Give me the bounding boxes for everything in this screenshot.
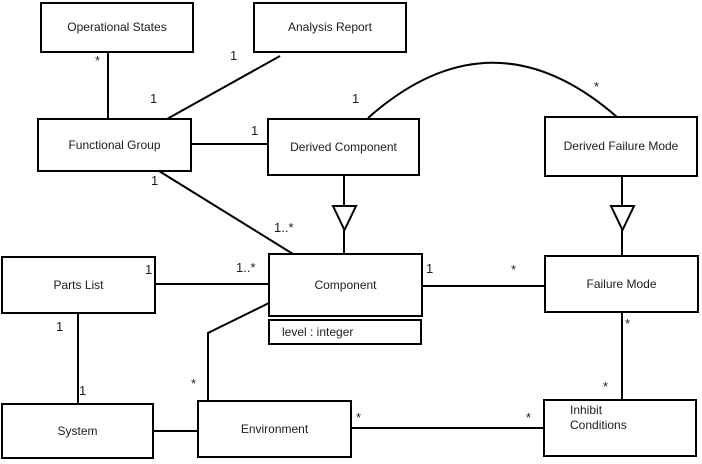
class-name: Derived Failure Mode: [563, 139, 679, 153]
edge-functional-group-component: [158, 170, 294, 255]
class-box-functional-group[interactable]: Functional Group: [37, 118, 192, 172]
class-name: Derived Component: [290, 139, 397, 154]
class-name: Component: [314, 277, 377, 292]
multiplicity-label: *: [356, 410, 362, 425]
class-box-analysis-report[interactable]: Analysis Report: [253, 2, 407, 53]
multiplicity-label: 1..*: [274, 220, 294, 235]
multiplicity-label: 1: [150, 91, 158, 106]
generalization-triangle-component: [331, 205, 358, 233]
multiplicity-label: 1: [251, 123, 259, 138]
multiplicity-label: *: [603, 379, 609, 394]
multiplicity-label: 1: [230, 48, 238, 63]
class-name: Failure Mode: [586, 276, 657, 291]
class-name: Environment: [240, 421, 309, 436]
multiplicity-label: 1: [151, 173, 159, 188]
class-box-parts-list[interactable]: Parts List: [1, 256, 156, 314]
class-name: Functional Group: [68, 137, 161, 152]
class-box-operational-states[interactable]: Operational States: [40, 2, 194, 53]
class-box-derived-component[interactable]: Derived Component: [267, 118, 420, 176]
generalization-triangle-failure-mode: [609, 205, 636, 233]
multiplicity-label: *: [511, 262, 517, 277]
multiplicity-label: *: [594, 79, 600, 94]
class-attribute: level : integer: [282, 324, 354, 339]
multiplicity-label: 1: [352, 91, 360, 106]
multiplicity-label: 1: [79, 383, 87, 398]
multiplicity-label: 1..*: [236, 260, 256, 275]
class-box-derived-failure-mode[interactable]: Derived Failure Mode: [544, 116, 698, 177]
class-box-failure-mode[interactable]: Failure Mode: [544, 255, 699, 313]
multiplicity-label: *: [191, 376, 197, 391]
multiplicity-label: 1: [426, 261, 434, 276]
class-box-inhibit-conditions[interactable]: Inhibit Conditions: [543, 399, 697, 457]
multiplicity-label: *: [625, 316, 631, 331]
class-name: Inhibit Conditions: [570, 403, 627, 432]
multiplicity-label: 1: [145, 262, 153, 277]
multiplicity-label: *: [526, 410, 532, 425]
class-name: Operational States: [67, 20, 167, 34]
class-box-environment[interactable]: Environment: [197, 400, 352, 458]
edge-analysis-report-functional-group: [166, 55, 281, 120]
multiplicity-label: *: [95, 53, 101, 68]
class-box-component[interactable]: Component: [268, 253, 423, 317]
edge-arc-derived-component-derived-failure-mode: [367, 61, 618, 119]
edge-environment-component: [207, 302, 270, 401]
class-name: Parts List: [53, 277, 104, 292]
class-name: System: [57, 423, 98, 438]
multiplicity-label: 1: [56, 319, 64, 334]
class-name: Analysis Report: [287, 20, 373, 34]
class-box-component-attributes[interactable]: level : integer: [268, 319, 422, 345]
class-box-system[interactable]: System: [1, 403, 154, 459]
